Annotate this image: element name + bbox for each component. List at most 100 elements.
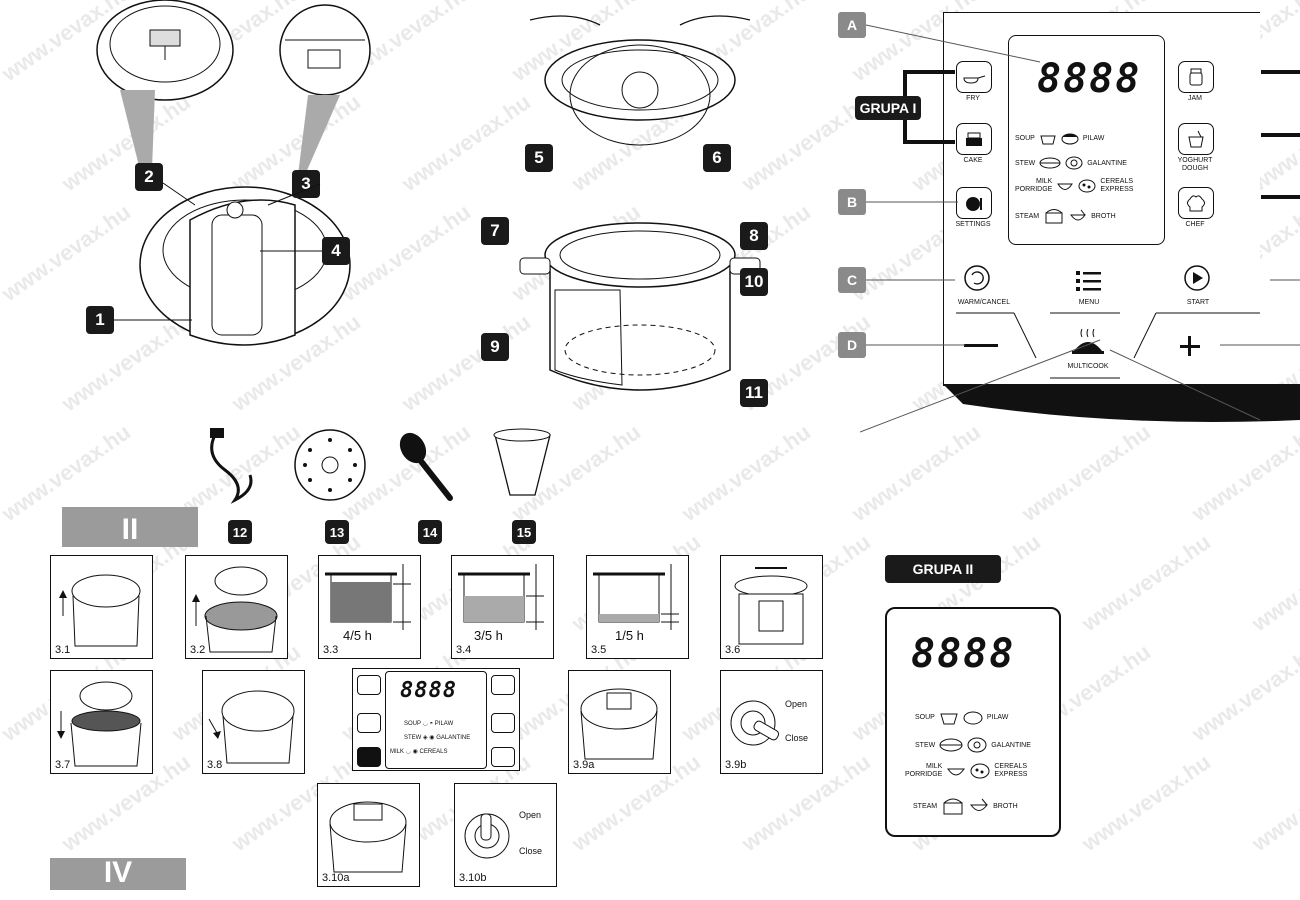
step-3-7-illustration — [57, 681, 142, 767]
mode-milk-porridge: MILK PORRIDGE CEREALS EXPRESS — [1015, 178, 1133, 194]
part-number-13: 13 — [325, 520, 349, 544]
g2-porridge-icon — [947, 768, 966, 776]
step-panel-3-10a: 3.10a — [317, 783, 420, 887]
settings-button[interactable] — [956, 187, 992, 219]
chef-button[interactable] — [1178, 187, 1214, 219]
chef-label: CHEF — [1185, 221, 1205, 228]
step-3-6-illustration — [734, 567, 808, 645]
stew-icon — [1039, 157, 1061, 169]
step-3-4-caption: 3.4 — [456, 644, 472, 656]
grupa2-badge: GRUPA II — [885, 555, 1001, 583]
mini-chef-button — [491, 747, 515, 767]
step-3-10b-open-label: Open — [519, 810, 542, 820]
g2-soup-icon — [940, 713, 958, 725]
g2-porridge-label: PORRIDGE — [905, 771, 943, 778]
watermark-text: www.vevax.hu — [1077, 529, 1215, 637]
panel-leader-lines — [860, 24, 1300, 433]
watermark-text: www.vevax.hu — [677, 419, 815, 527]
g2-pilaw-label: PILAW — [986, 713, 1009, 721]
settings-label: SETTINGS — [955, 221, 991, 228]
step-3-9b-illustration — [730, 700, 780, 746]
fry-icon — [963, 75, 986, 84]
panel-letter-c: C — [838, 267, 866, 293]
part-number-9: 9 — [481, 333, 509, 361]
menu-button[interactable] — [1074, 268, 1104, 294]
step-3-10b-caption: 3.10b — [459, 872, 487, 884]
step-3-1-caption: 3.1 — [55, 644, 71, 656]
g2-mode-milk-porridge: MILK PORRIDGE CEREALS EXPRESS — [905, 763, 1027, 779]
mini-pilaw-label: PILAW — [434, 721, 454, 727]
mode-broth-label: BROTH — [1091, 212, 1116, 220]
step-3-9b-caption: 3.9b — [725, 759, 747, 771]
part-number-1: 1 — [86, 306, 114, 334]
section-header-iv-label: IV — [103, 858, 133, 889]
grupa1-badge: GRUPA I — [855, 96, 921, 120]
warm-cancel-button[interactable] — [962, 263, 992, 293]
step-panel-3-2: 3.2 — [185, 555, 288, 659]
panel-lower-lines — [956, 312, 1260, 379]
g2-steam-label: STEAM — [913, 802, 938, 810]
jam-icon — [1189, 68, 1203, 86]
galantine-icon — [1065, 156, 1083, 170]
g2-stew-label: STEW — [915, 741, 936, 749]
g2-cereals-label: CEREALS — [994, 763, 1028, 770]
part-number-7: 7 — [481, 217, 509, 245]
step-3-5-fill-level: 1/5 h — [615, 628, 644, 643]
cake-label: CAKE — [963, 157, 983, 164]
part-number-15: 15 — [512, 520, 536, 544]
panel-letter-b: B — [838, 189, 866, 215]
step-3-1-illustration — [59, 574, 141, 647]
step-3-9a-illustration — [580, 688, 658, 760]
mini-stew-label: STEW — [404, 735, 422, 741]
mode-porridge-label: PORRIDGE — [1015, 186, 1053, 193]
step-panel-3-7: 3.7 — [50, 670, 153, 774]
settings-icon — [966, 197, 982, 211]
multicook-icon[interactable] — [1070, 329, 1106, 355]
step-3-10b-close-label: Close — [519, 846, 543, 856]
cake-button[interactable] — [956, 123, 992, 155]
mode-stew: STEW GALANTINE — [1015, 156, 1127, 170]
jam-label: JAM — [1188, 95, 1202, 102]
step-3-2-caption: 3.2 — [190, 644, 206, 656]
watermark-text: www.vevax.hu — [1247, 749, 1300, 857]
g2-stew-icon — [939, 738, 963, 752]
mini-milk-cereals: MILK ◡ ◉ CEREALS — [390, 749, 448, 755]
accessories-illustration — [210, 428, 551, 504]
g2-soup-label: SOUP — [915, 713, 935, 721]
mini-galantine-label: GALANTINE — [436, 735, 471, 741]
mini-jam-button — [491, 675, 515, 695]
leader-lines-top-left — [114, 182, 322, 321]
step-3-7-caption: 3.7 — [55, 759, 71, 771]
mini-stew-galantine: STEW ◈ ◉ GALANTINE — [404, 735, 471, 741]
grupa2-digit-display: 8888 — [911, 631, 1016, 677]
section-header-iv: IV — [50, 858, 186, 890]
control-panel: 8888 SOUP PILAW STEW GALANTINE MILK PORR… — [943, 12, 1260, 386]
start-button[interactable] — [1182, 263, 1212, 293]
steam-icon — [1045, 209, 1063, 224]
right-bracket-lines — [1261, 70, 1300, 199]
step-3-8-illustration — [208, 690, 295, 764]
mini-cereals-label: CEREALS — [419, 749, 448, 755]
section-header-ii: II — [62, 507, 198, 547]
watermark-text: www.vevax.hu — [1187, 639, 1300, 747]
step-3-9a-caption: 3.9a — [573, 759, 595, 771]
cereals-icon — [1078, 179, 1096, 193]
part-number-6: 6 — [703, 144, 731, 172]
mini-settings-button — [357, 747, 381, 767]
section-header-ii-label: II — [121, 513, 139, 546]
g2-mode-stew: STEW GALANTINE — [915, 737, 1031, 753]
g2-milk-label: MILK — [926, 763, 943, 770]
step-3-9b-close-label: Close — [785, 733, 809, 743]
fry-label: FRY — [966, 95, 980, 102]
broth-icon — [1070, 209, 1087, 221]
mode-galantine-label: GALANTINE — [1087, 159, 1127, 167]
fry-button[interactable] — [956, 61, 992, 93]
g2-mode-soup: SOUP PILAW — [915, 709, 1008, 725]
g2-pilaw-icon — [963, 711, 983, 725]
yoghurt-dough-button[interactable] — [1178, 123, 1214, 155]
mode-steam-label: STEAM — [1015, 212, 1040, 220]
panel-display-box: 8888 SOUP PILAW STEW GALANTINE MILK PORR… — [1008, 35, 1165, 245]
start-label: START — [1186, 299, 1210, 306]
jam-button[interactable] — [1178, 61, 1214, 93]
mini-cake-button — [357, 713, 381, 733]
